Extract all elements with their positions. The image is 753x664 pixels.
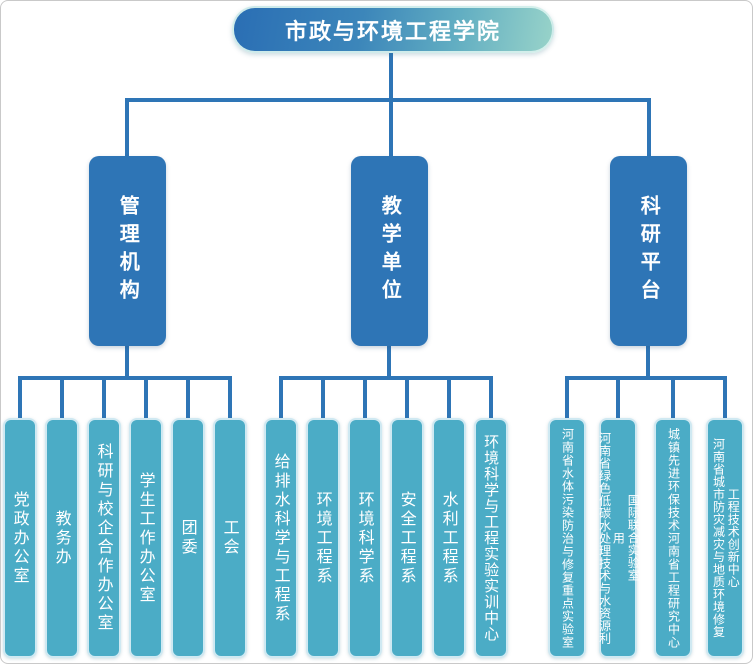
leaf-label: 河南省水体污染防治与修复重点实验室 [560, 427, 575, 649]
leaf-label: 教务办 [52, 509, 72, 567]
node-safety-engineering-dept: 安全工程系 [390, 418, 424, 658]
leaf-label: 科研与校企合作办公室 [94, 443, 114, 633]
leaf-label: 安全工程系 [397, 490, 417, 586]
college-title-label: 市政与环境工程学院 [284, 19, 501, 45]
leaf-label: 工会 [220, 519, 240, 557]
node-management-organs: 管理机构 [89, 156, 166, 346]
branch-label: 管理机构 [116, 195, 141, 307]
leaf-label: 环境科学与工程实验实训中心 [482, 434, 501, 642]
node-research-platforms: 科研平台 [610, 156, 687, 346]
leaf-label: 水利工程系 [439, 490, 459, 586]
leaf-label-line-2: 国际联合实验室 [626, 494, 641, 582]
node-academic-affairs-office: 教务办 [45, 418, 79, 658]
node-green-lowcarbon-intl-joint-lab: 河南省绿色低碳水处理技术与水资源利用 国际联合实验室 [597, 418, 641, 658]
node-environmental-science-dept: 环境科学系 [348, 418, 382, 658]
leaf-label: 给排水科学与工程系 [271, 452, 291, 624]
branch-label: 科研平台 [637, 195, 662, 307]
node-urban-envtech-engineering-research-center: 城镇先进环保技术河南省工程研究中心 [654, 418, 692, 658]
node-environmental-engineering-dept: 环境工程系 [306, 418, 340, 658]
node-student-affairs-office: 学生工作办公室 [129, 418, 163, 658]
node-water-pollution-key-lab: 河南省水体污染防治与修复重点实验室 [548, 418, 586, 658]
leaf-label: 团委 [178, 519, 198, 557]
leaf-label: 城镇先进环保技术河南省工程研究中心 [666, 427, 681, 649]
node-disaster-prevention-geo-restoration-innovation-center: 河南省城市防灾减灾与地质环境修复 工程技术创新中心 [706, 418, 744, 658]
node-hydraulic-engineering-dept: 水利工程系 [432, 418, 466, 658]
leaf-label: 环境科学系 [355, 490, 375, 586]
node-labor-union: 工会 [213, 418, 247, 658]
leaf-label-line-1: 河南省城市防灾减灾与地质环境修复 [711, 438, 726, 638]
node-research-school-enterprise-office: 科研与校企合作办公室 [87, 418, 121, 658]
leaf-label-line-2: 工程技术创新中心 [726, 488, 741, 588]
node-party-government-office: 党政办公室 [3, 418, 37, 658]
leaf-label: 环境工程系 [313, 490, 333, 586]
node-college-title: 市政与环境工程学院 [232, 6, 554, 53]
leaf-label-line-1: 河南省绿色低碳水处理技术与水资源利用 [597, 431, 626, 645]
node-teaching-units: 教学单位 [351, 156, 428, 346]
node-env-sci-eng-lab-training-center: 环境科学与工程实验实训中心 [474, 418, 508, 658]
node-water-supply-drainage-dept: 给排水科学与工程系 [264, 418, 298, 658]
node-youth-league-committee: 团委 [171, 418, 205, 658]
branch-label: 教学单位 [378, 195, 403, 307]
leaf-label: 党政办公室 [10, 490, 30, 586]
leaf-label: 学生工作办公室 [136, 471, 156, 605]
